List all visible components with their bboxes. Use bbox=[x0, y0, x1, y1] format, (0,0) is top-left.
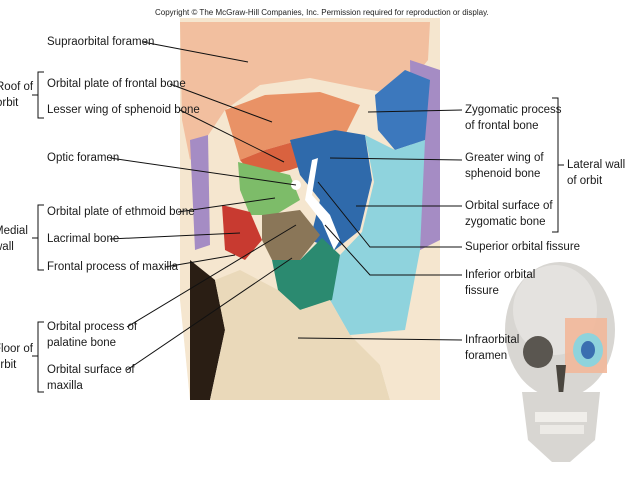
skull-teeth-lower bbox=[540, 425, 584, 434]
leader-superior-orbital-fissure bbox=[317, 181, 462, 248]
leader-orbital-plate-frontal bbox=[169, 83, 273, 123]
group-roof-line1: Roof of bbox=[0, 81, 34, 93]
leader-palatine bbox=[126, 224, 297, 328]
superior-orbital-fissure-shape bbox=[305, 158, 340, 250]
label-orbital-plate-frontal: Orbital plate of frontal bone bbox=[47, 78, 186, 90]
leader-orbital-surface-maxilla bbox=[126, 257, 293, 371]
label-orbital-surface-maxilla-line2: maxilla bbox=[47, 380, 83, 392]
group-medial-line2: wall bbox=[0, 241, 14, 253]
skull-orbit-left bbox=[523, 336, 553, 368]
label-lesser-wing-sphenoid: Lesser wing of sphenoid bone bbox=[47, 104, 200, 116]
skull-teeth-upper bbox=[535, 412, 587, 422]
label-infraorbital-line2: foramen bbox=[465, 350, 508, 362]
group-lateral-line1: Lateral wall bbox=[567, 159, 626, 171]
leader-ethmoid bbox=[177, 197, 276, 213]
zygomatic-orbital-surface bbox=[330, 135, 425, 335]
orbital-plate-frontal bbox=[225, 92, 360, 160]
group-floor-line1: Floor of bbox=[0, 343, 33, 355]
leader-inferior-orbital bbox=[324, 224, 462, 276]
label-orbital-surface-zygomatic-line2: zygomatic bone bbox=[465, 216, 546, 228]
group-floor-line2: orbit bbox=[0, 359, 17, 371]
leader-lacrimal bbox=[109, 232, 241, 240]
label-inferior-orbital-line1: Inferior orbital bbox=[465, 269, 536, 281]
label-lacrimal-bone: Lacrimal bone bbox=[47, 233, 120, 245]
maxilla-orbital-surface bbox=[272, 238, 340, 310]
leader-supraorbital bbox=[142, 41, 249, 63]
frontal-bone-region bbox=[180, 22, 430, 160]
ethmoid-plate bbox=[238, 162, 300, 215]
label-optic-foramen: Optic foramen bbox=[47, 152, 120, 164]
skull-orbit-inner bbox=[581, 341, 595, 359]
label-inferior-orbital-line2: fissure bbox=[465, 285, 499, 297]
label-greater-wing-line1: Greater wing of bbox=[465, 152, 544, 164]
bracket-medial bbox=[37, 204, 44, 271]
skull-thumbnail bbox=[505, 262, 615, 462]
label-supraorbital-foramen: Supraorbital foramen bbox=[47, 36, 155, 48]
bracket-roof bbox=[37, 71, 44, 119]
leader-lesser-wing bbox=[179, 109, 285, 163]
label-orbital-surface-zygomatic-line1: Orbital surface of bbox=[465, 200, 553, 212]
leader-zygomatic-process bbox=[367, 109, 463, 113]
leader-infraorbital bbox=[297, 337, 463, 341]
group-roof-line2: orbit bbox=[0, 97, 19, 109]
label-greater-wing-line2: sphenoid bone bbox=[465, 168, 541, 180]
label-orbital-surface-maxilla-line1: Orbital surface of bbox=[47, 364, 135, 376]
zygomatic-process bbox=[375, 70, 430, 150]
maxilla-lower-region bbox=[210, 270, 390, 400]
bracket-floor bbox=[37, 321, 44, 393]
label-superior-orbital-fissure: Superior orbital fissure bbox=[465, 241, 581, 253]
label-orbital-process-palatine-line1: Orbital process of bbox=[47, 321, 138, 333]
leader-greater-wing bbox=[329, 157, 463, 161]
greater-wing-sphenoid bbox=[290, 130, 372, 250]
label-frontal-process-maxilla: Frontal process of maxilla bbox=[47, 261, 179, 273]
leader-frontal-process bbox=[164, 254, 236, 268]
label-orbital-plate-ethmoid: Orbital plate of ethmoid bone bbox=[47, 206, 195, 218]
nasal-cavity-shadow bbox=[190, 260, 225, 400]
label-zygomatic-process-line2: of frontal bone bbox=[465, 120, 539, 132]
label-zygomatic-process-line1: Zygomatic process bbox=[465, 104, 562, 116]
palatine-bone bbox=[262, 210, 320, 260]
copyright-notice: Copyright © The McGraw-Hill Companies, I… bbox=[155, 8, 489, 17]
group-lateral-line2: of orbit bbox=[567, 175, 603, 187]
label-infraorbital-line1: Infraorbital bbox=[465, 334, 520, 346]
lacrimal-bone bbox=[222, 205, 262, 260]
skull-nasal bbox=[556, 365, 566, 395]
purple-left-region bbox=[190, 135, 210, 250]
group-medial-line1: Medial bbox=[0, 225, 28, 237]
label-orbital-process-palatine-line2: palatine bone bbox=[47, 337, 117, 349]
leader-optic-foramen bbox=[109, 157, 297, 186]
